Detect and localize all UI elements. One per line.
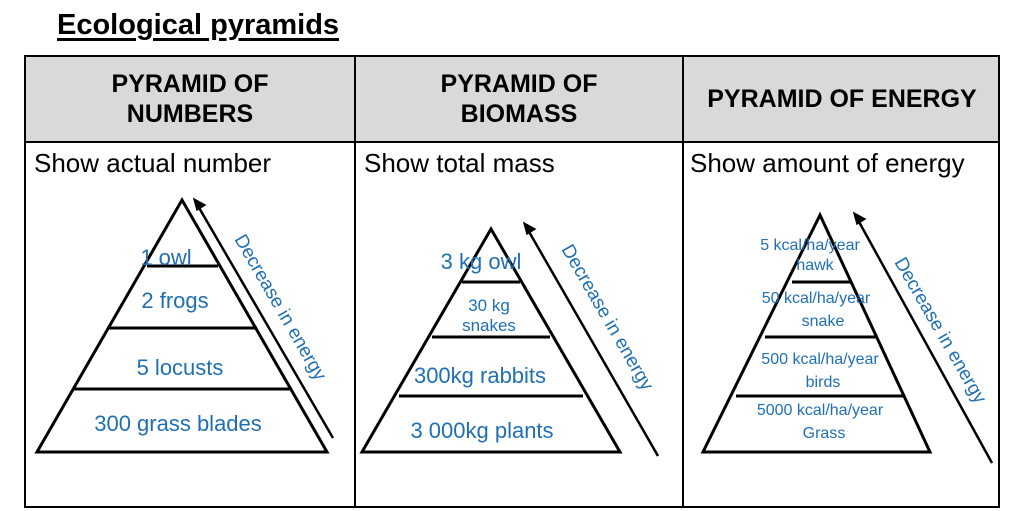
description-numbers: Show actual number <box>34 148 272 178</box>
level-label: 2 frogs <box>141 288 208 313</box>
pyramid-biomass <box>359 226 623 454</box>
arrow-label: Decrease in energy <box>890 254 991 408</box>
header-energy: PYRAMID OF ENERGY <box>707 85 977 113</box>
level-label: 3 000kg plants <box>410 418 553 443</box>
description-biomass: Show total mass <box>364 148 555 178</box>
level-label: 1 owl <box>140 245 191 270</box>
level-label: 300kg rabbits <box>414 363 546 388</box>
level-label: 300 grass blades <box>94 411 262 436</box>
description-energy: Show amount of energy <box>690 148 965 178</box>
level-label: 5 locusts <box>137 355 224 380</box>
level-label: birds <box>806 374 841 391</box>
column-divider <box>354 57 356 506</box>
level-label: snakes <box>462 316 516 335</box>
header-row <box>26 57 998 143</box>
pyramid-numbers <box>34 196 330 454</box>
arrow-biomass <box>522 221 660 457</box>
level-label: 5000 kcal/ha/year <box>757 402 884 419</box>
level-label: 5 kcal/ha/year <box>760 237 860 254</box>
level-label: 3 kg owl <box>441 249 522 274</box>
column-divider <box>682 57 684 506</box>
arrow-numbers <box>192 197 335 439</box>
arrow-energy <box>852 211 994 464</box>
level-label: 500 kcal/ha/year <box>761 351 879 368</box>
level-label: Grass <box>803 425 846 442</box>
level-label: 30 kg <box>468 296 510 315</box>
level-label: hawk <box>796 257 834 274</box>
level-label: 50 kcal/ha/year <box>762 290 871 307</box>
pyramid-energy <box>700 211 933 454</box>
page-title: Ecological pyramids <box>57 9 340 41</box>
level-label: snake <box>802 313 845 330</box>
